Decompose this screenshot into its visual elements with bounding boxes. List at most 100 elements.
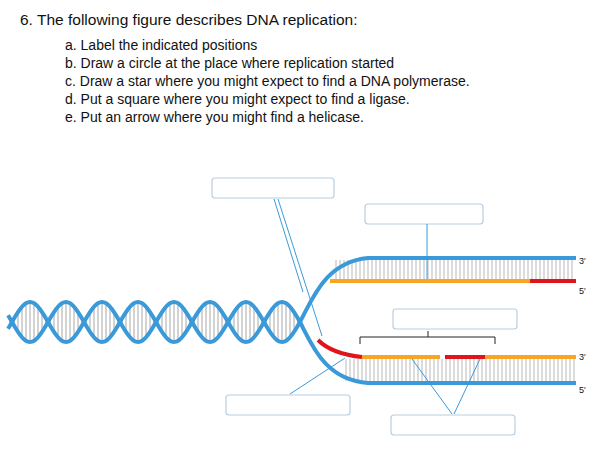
base-pair xyxy=(497,359,499,381)
base-pair xyxy=(459,260,461,279)
base-pair xyxy=(543,260,545,279)
base-pair xyxy=(355,260,357,279)
base-pair xyxy=(493,359,495,381)
rna-primer xyxy=(530,279,576,283)
base-pair xyxy=(441,359,443,381)
base-pair xyxy=(393,359,395,381)
base-pair xyxy=(471,260,473,279)
base-pair xyxy=(181,307,183,338)
base-pair xyxy=(357,359,359,381)
base-pair xyxy=(447,260,449,279)
base-pair xyxy=(457,359,459,381)
base-pair xyxy=(395,260,397,279)
parental-strand-bottom xyxy=(300,322,576,383)
base-pair xyxy=(201,307,203,338)
base-pair xyxy=(109,307,111,338)
base-pair xyxy=(363,260,365,279)
helix-strands xyxy=(8,302,300,342)
base-pair xyxy=(523,260,525,279)
base-pair xyxy=(463,260,465,279)
base-pair xyxy=(557,359,559,381)
base-pair xyxy=(465,359,467,381)
base-pair xyxy=(455,260,457,279)
base-pair xyxy=(445,359,447,381)
base-pair xyxy=(209,302,211,342)
base-pair xyxy=(541,359,543,381)
base-pair xyxy=(513,359,515,381)
base-pair xyxy=(237,307,239,338)
base-pair xyxy=(537,359,539,381)
base-pair xyxy=(429,359,431,381)
base-pair xyxy=(417,359,419,381)
base-pair xyxy=(407,260,409,279)
leading-strand xyxy=(330,279,530,283)
blank-label-box xyxy=(391,415,515,435)
base-pair xyxy=(165,307,167,338)
rna-primer xyxy=(318,340,362,357)
base-pair xyxy=(217,307,219,338)
base-pair xyxy=(517,359,519,381)
base-pair xyxy=(521,359,523,381)
base-pair xyxy=(569,359,571,381)
blank-label-box xyxy=(365,204,483,224)
base-pair xyxy=(141,303,143,341)
base-pair xyxy=(559,260,561,279)
base-pair xyxy=(423,260,425,279)
base-pair xyxy=(451,260,453,279)
base-pair xyxy=(97,303,99,341)
base-pair xyxy=(101,302,103,342)
leader-line xyxy=(278,199,322,336)
base-pair xyxy=(529,359,531,381)
blank-label-box xyxy=(393,309,517,329)
base-pair xyxy=(437,359,439,381)
base-pair xyxy=(535,260,537,279)
base-pair xyxy=(505,359,507,381)
leader-line xyxy=(412,359,452,414)
base-pair xyxy=(509,359,511,381)
base-pair xyxy=(177,303,179,341)
base-pair xyxy=(397,359,399,381)
base-pair xyxy=(387,260,389,279)
base-pair xyxy=(401,359,403,381)
base-pair xyxy=(439,260,441,279)
base-pair xyxy=(489,359,491,381)
base-pair xyxy=(241,303,243,341)
base-pair xyxy=(443,260,445,279)
base-pair xyxy=(69,303,71,341)
base-pair xyxy=(449,359,451,381)
base-pair xyxy=(573,359,575,381)
base-pair xyxy=(433,359,435,381)
strand-end-label: 3′ xyxy=(579,352,586,362)
blank-label-box xyxy=(226,395,350,415)
base-pair xyxy=(453,359,455,381)
base-pair xyxy=(555,260,557,279)
base-pair xyxy=(353,359,355,381)
base-pair xyxy=(205,303,207,341)
base-pair xyxy=(431,260,433,279)
base-pair xyxy=(173,302,175,342)
question-heading: 6. The following figure describes DNA re… xyxy=(20,11,357,29)
bracket xyxy=(360,331,495,344)
base-pair xyxy=(435,260,437,279)
base-pair xyxy=(525,359,527,381)
base-pair xyxy=(379,260,381,279)
base-pair xyxy=(249,303,251,341)
base-pair xyxy=(469,359,471,381)
base-pair xyxy=(253,307,255,338)
question-item: b. Draw a circle at the place where repl… xyxy=(65,55,394,71)
base-pair xyxy=(373,359,375,381)
helix-strand xyxy=(8,302,300,342)
base-pair xyxy=(57,307,59,338)
base-pair xyxy=(169,303,171,341)
base-pair xyxy=(561,359,563,381)
base-pair xyxy=(419,260,421,279)
base-pair xyxy=(475,260,477,279)
base-pair xyxy=(129,307,131,338)
base-pair xyxy=(461,359,463,381)
strand-end-label: 5′ xyxy=(579,286,586,296)
base-pair xyxy=(481,359,483,381)
strand-end-label: 3′ xyxy=(579,256,586,266)
base-pair xyxy=(245,302,247,342)
base-pair xyxy=(545,359,547,381)
base-pair xyxy=(411,260,413,279)
